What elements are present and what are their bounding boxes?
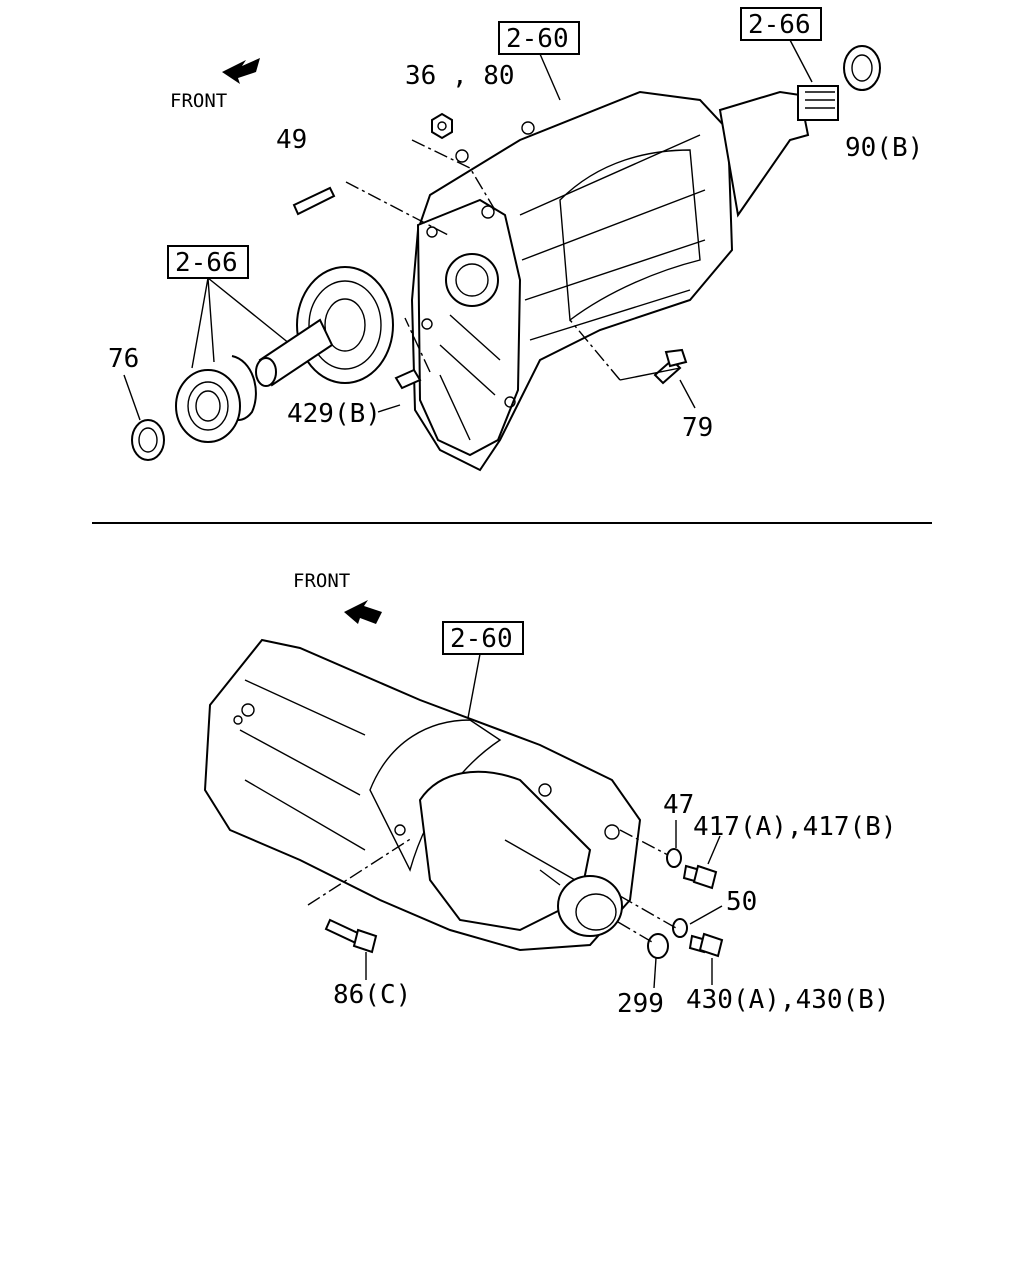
label-plug-upper: 417(A),417(B) xyxy=(693,812,897,842)
dowel-pin xyxy=(394,368,422,390)
output-shaft-gear xyxy=(255,266,394,387)
label-plug-lower: 430(A),430(B) xyxy=(686,985,890,1015)
ref-box-case: 2-60 xyxy=(498,21,580,55)
bottom-assembly: FRONT 2-60 xyxy=(203,570,897,1019)
oring-upper xyxy=(666,848,682,868)
label-rear-seal: 90(B) xyxy=(845,133,923,163)
label-bolt: 79 xyxy=(682,413,713,443)
top-assembly: FRONT 2-60 2-66 2-66 xyxy=(108,7,923,472)
ref-case-text: 2-60 xyxy=(506,24,569,54)
plug-lower xyxy=(688,932,724,958)
front-arrow-icon xyxy=(222,58,260,84)
transfer-case-housing-bottom xyxy=(203,638,642,952)
bolt-part xyxy=(653,348,688,385)
plug-upper xyxy=(682,864,718,890)
nut-part xyxy=(431,112,453,140)
oring-lower xyxy=(672,918,688,938)
rear-oil-seal xyxy=(843,45,881,91)
output-seal xyxy=(647,933,669,959)
label-stud: 49 xyxy=(276,125,307,155)
ref-shaft-text: 2-66 xyxy=(175,248,238,278)
label-bolt-bottom: 86(C) xyxy=(333,980,411,1010)
ref-box-shaft: 2-66 xyxy=(167,245,249,279)
label-nut: 36 , 80 xyxy=(405,61,515,91)
ref-box-rear: 2-66 xyxy=(740,7,822,41)
label-oring-lower: 50 xyxy=(726,887,757,917)
front-label-bottom: FRONT xyxy=(293,570,350,592)
ref-rear-text: 2-66 xyxy=(748,10,811,40)
label-front-seal: 76 xyxy=(108,344,139,374)
front-arrow-icon-bottom xyxy=(344,600,382,624)
bearing-part xyxy=(175,369,241,443)
label-oring-upper: 47 xyxy=(663,790,694,820)
bolt-part-bottom xyxy=(324,918,378,954)
front-label: FRONT xyxy=(170,90,227,112)
ref-box-case-bottom: 2-60 xyxy=(442,621,524,655)
stud-part xyxy=(292,186,336,216)
ref-case-bottom-text: 2-60 xyxy=(450,624,513,654)
front-oil-seal xyxy=(131,419,165,461)
label-seal: 299 xyxy=(617,989,664,1019)
transfer-case-housing xyxy=(410,85,839,472)
label-dowel: 429(B) xyxy=(287,399,381,429)
